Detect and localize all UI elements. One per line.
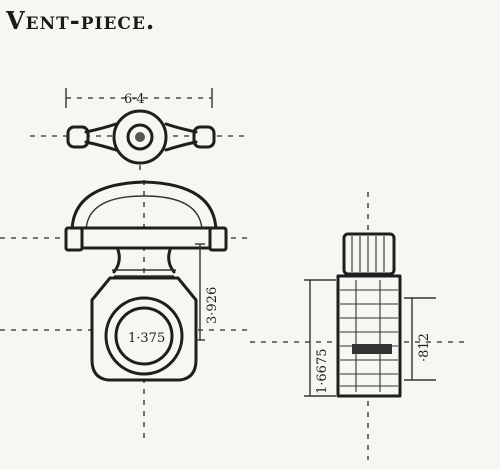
inner-number-label: 1·375 [128, 331, 165, 346]
side-height-label: 1·6675 [315, 349, 330, 395]
ring-body [90, 276, 198, 382]
plug-core [352, 344, 392, 354]
handle-end-right [208, 226, 228, 252]
ring-outer [104, 296, 184, 376]
side-width-label: ·812 [417, 333, 432, 362]
knurl-lines [351, 236, 385, 272]
plug-body [336, 274, 402, 398]
hub-inner [126, 123, 154, 151]
front-view: 1·375 3·926 [0, 180, 250, 440]
wing-left [66, 125, 90, 149]
handle-end-left [64, 226, 84, 252]
handle-bow-inner [85, 195, 203, 231]
handle-bar [70, 226, 222, 250]
top-width-label: 6·4 [124, 92, 145, 107]
diagram-title: Vent-piece. [6, 6, 156, 35]
knurled-head [342, 232, 396, 276]
neck-threads [112, 269, 176, 277]
ring-inner [114, 306, 174, 366]
right-height-label: 3·926 [205, 287, 220, 324]
hub-center [135, 132, 145, 142]
wing-right [192, 125, 216, 149]
top-view: 6·4 [30, 88, 250, 175]
handle-bow-outer [70, 180, 218, 234]
wing-arms [84, 122, 198, 152]
side-view: 1·6675 ·812 [250, 192, 470, 460]
